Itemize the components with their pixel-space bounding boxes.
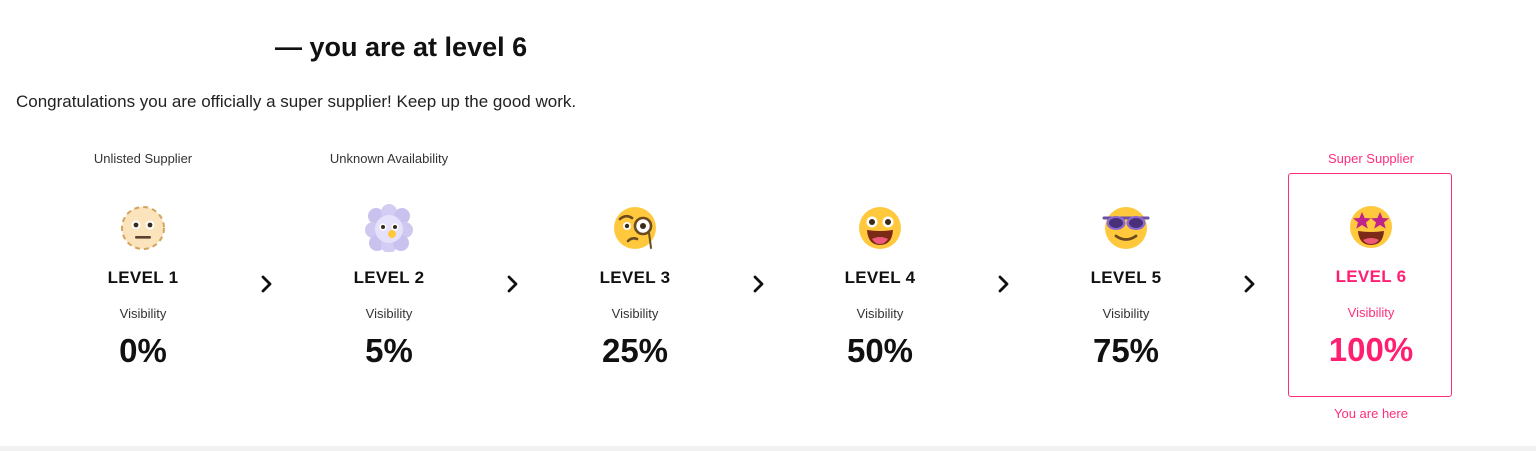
star-struck-face-icon bbox=[1347, 203, 1395, 251]
grinning-face-icon bbox=[856, 204, 904, 252]
page-title: — you are at level 6 bbox=[275, 32, 528, 62]
visibility-label: Visibility bbox=[1102, 306, 1150, 321]
bottom-divider bbox=[0, 446, 1536, 451]
face-in-clouds-icon bbox=[365, 204, 413, 252]
you-are-here-label: You are here bbox=[1334, 406, 1408, 421]
visibility-label: Visibility bbox=[856, 306, 904, 321]
level-card-4: LEVEL 4 Visibility 50% bbox=[780, 150, 980, 430]
level-tag: Unlisted Supplier bbox=[93, 151, 193, 166]
visibility-label: Visibility bbox=[365, 306, 413, 321]
chevron-right-icon bbox=[1243, 274, 1257, 294]
chevron-right-icon bbox=[752, 274, 766, 294]
level-card-2: Unknown Availability LEVEL 2 Visibility … bbox=[289, 150, 489, 430]
face-with-monocle-icon bbox=[611, 204, 659, 252]
neutral-face-dotted-icon bbox=[119, 204, 167, 252]
level-name: LEVEL 4 bbox=[844, 268, 916, 287]
visibility-percent: 75% bbox=[1092, 332, 1160, 369]
level-card-5: LEVEL 5 Visibility 75% bbox=[1026, 150, 1226, 430]
chevron-right-icon bbox=[506, 274, 520, 294]
level-name: LEVEL 5 bbox=[1090, 268, 1162, 287]
visibility-percent: 100% bbox=[1328, 331, 1414, 368]
level-card-6: Super Supplier LEVEL 6 Visibility 100% Y… bbox=[1271, 150, 1471, 430]
level-name: LEVEL 2 bbox=[353, 268, 425, 287]
level-tag: Unknown Availability bbox=[329, 151, 449, 166]
level-tag: Super Supplier bbox=[1328, 151, 1414, 166]
congratulations-message: Congratulations you are officially a sup… bbox=[16, 92, 577, 111]
level-name: LEVEL 1 bbox=[107, 268, 179, 287]
visibility-percent: 50% bbox=[846, 332, 914, 369]
visibility-percent: 5% bbox=[365, 332, 413, 369]
sunglasses-face-icon bbox=[1102, 204, 1150, 252]
level-name: LEVEL 6 bbox=[1335, 267, 1407, 286]
level-card-3: LEVEL 3 Visibility 25% bbox=[535, 150, 735, 430]
current-level-highlight bbox=[1288, 173, 1452, 397]
visibility-label: Visibility bbox=[611, 306, 659, 321]
level-card-1: Unlisted Supplier LEVEL 1 Visibility 0% bbox=[43, 150, 243, 430]
visibility-percent: 0% bbox=[119, 332, 167, 369]
chevron-right-icon bbox=[997, 274, 1011, 294]
level-name: LEVEL 3 bbox=[599, 268, 671, 287]
chevron-right-icon bbox=[260, 274, 274, 294]
visibility-label: Visibility bbox=[1347, 305, 1395, 320]
visibility-percent: 25% bbox=[601, 332, 669, 369]
visibility-label: Visibility bbox=[119, 306, 167, 321]
